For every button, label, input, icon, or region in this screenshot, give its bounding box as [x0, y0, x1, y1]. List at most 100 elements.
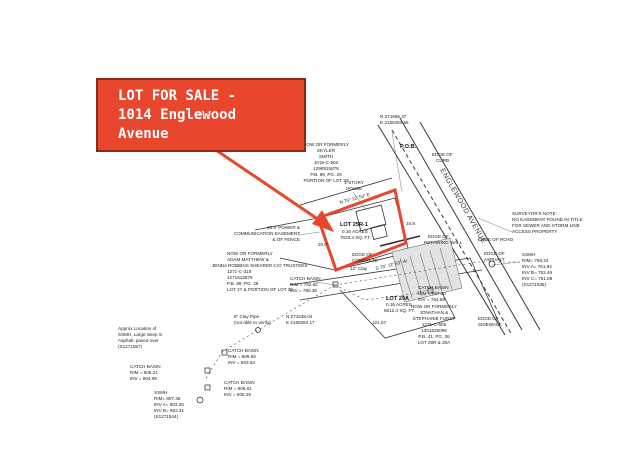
dim-depth: 34.8 [406, 221, 415, 226]
edge-of-concrete-label: EDGE OF CONCRETE [352, 252, 378, 263]
road-edge-dashed [391, 129, 513, 336]
lot-29a-title: LOT 29A [386, 296, 409, 302]
edge-of-curb-label: EDGE OF CURB [432, 152, 453, 163]
clay-pipe-12-label: 12" Clay [350, 266, 368, 271]
ssmh-approx-line: SSMH, Large Seep in [118, 332, 163, 337]
ssmh-approx-line: Approx Location of [118, 326, 157, 331]
ssmh-bottom-line: SSMH [154, 390, 167, 395]
neighbor-west-line: NOW OR FORMERLY [227, 251, 273, 256]
ssmh-bottom-line: INV A= 803.35 [154, 402, 184, 407]
house-label: 1-STORY HOUSE [344, 180, 364, 191]
leader-cb1 [314, 281, 336, 286]
lot-29a-boundary [334, 249, 456, 339]
neighbor-west-line: LOT 27 & PORTION OF LOT 30 [227, 287, 293, 292]
road-edge-curb [377, 124, 506, 336]
edge-of-concrete-line: CONCRETE [352, 258, 378, 263]
lot-25r-sqft: 7023.4 SQ. FT. [340, 235, 371, 240]
neighbor-north-line: PORTION OF LOT 29 [303, 178, 348, 183]
north-neighbor-line [299, 177, 393, 206]
ssmh-right-line: INV A= 761.84 [522, 264, 552, 269]
catch-basin-1-line: INV = 780.36 [290, 288, 317, 293]
neighbor-north-label: NOW OR FORMERLY SKYLER SMITH 1015-C-502 … [303, 142, 349, 183]
neighbor-north-line: 1015-C-502 [314, 160, 339, 165]
concrete-area [391, 237, 463, 303]
neighbor-west-line: 1271615876 [227, 275, 253, 280]
catch-basin-1-label: CATCH BASIN RIM = 782.62 INV = 780.36 [290, 276, 321, 293]
neighbor-north-line: SMITH [319, 154, 333, 159]
pob-label: P.O.B. [400, 144, 417, 150]
catch-basin-symbol-5 [204, 384, 211, 391]
edge-of-asphalt-label: EDGE OF ASPHALT [484, 251, 505, 262]
road-edges [377, 117, 541, 336]
neighbor-north-line: NOW OR FORMERLY [303, 142, 349, 147]
catch-basin-2-line: RIM = 767.00 [418, 291, 446, 296]
edge-of-curb-line: CURB [436, 158, 449, 163]
ssmh-approx-label: Approx Location of SSMH, Large Seep in A… [118, 326, 163, 349]
hatch-line [429, 250, 443, 292]
dim-easement-width: 20.0' [318, 242, 328, 247]
storm-line-south [334, 284, 421, 301]
neighbor-south-line: 1271-C-506 [422, 322, 447, 327]
ssmh-approx-line: (S1271557) [118, 344, 142, 349]
catch-basin-symbol-4 [204, 367, 211, 374]
sw-easting: E 2180284.17 [286, 320, 315, 325]
road-edge-far [419, 121, 541, 331]
neighbor-south-line: 1301625096 [421, 328, 447, 333]
catch-basin-5-label: CATCH BASIN RIM = 806.61 INV = 805.25 [224, 380, 255, 397]
dim-frontage: 121.57 [372, 320, 386, 325]
surveyor-note-line: SURVEYOR'S NOTE: [512, 211, 557, 216]
edge-of-sidewalk-line: SIDEWALK [478, 322, 503, 327]
catch-basin-3-label: CATCH BASIN RIM = 806.93 INV = 803.63 [228, 348, 259, 365]
catch-basin-1-line: CATCH BASIN [290, 276, 321, 281]
clay-pipe-8 [204, 284, 336, 381]
clay-pipe-8-label: 8" Clay Pipe (not able to verify) [234, 314, 271, 325]
leader-ssmh [491, 261, 521, 266]
easement-label-line: 20.0' POWER & [267, 225, 300, 230]
ssmh-right-line: SSMH [522, 252, 535, 257]
sw-corner-coordinates: N 271538.04 E 2180284.17 [286, 314, 315, 325]
neighbor-south-label: NOW OR FORMERLY JONATHAN & STEPHANIE FUR… [411, 304, 457, 345]
neighbor-west-line: 1271-C-318 [227, 269, 252, 274]
lot-25r-label: LOT 25R-1 0.16 ACRES 7023.4 SQ. FT. [340, 222, 371, 240]
pob-easting: E 2180353.56 [380, 120, 409, 125]
neighbor-north-line: 1298915878 [313, 166, 339, 171]
lot-highlight-outline [316, 187, 408, 272]
catch-basin-symbol-3 [221, 349, 228, 356]
leader-house [352, 191, 367, 211]
ssmh-right-line: INV C= 761.89 [522, 276, 553, 281]
surveyor-note-line: FOR SEWER AND STORM LINE [512, 223, 580, 228]
catch-basin-5-line: CATCH BASIN [224, 380, 255, 385]
west-neighbor-line [254, 217, 319, 231]
catch-basin-3-line: INV = 803.63 [228, 360, 255, 365]
retaining-wall-line: RETAINING WALL [424, 240, 463, 245]
catch-basin-3-line: RIM = 806.93 [228, 354, 256, 359]
catch-basin-4-line: CATCH BASIN [130, 364, 161, 369]
easement-label-line: & OF FENCE [272, 237, 300, 242]
catch-basin-5-line: INV = 805.25 [224, 392, 251, 397]
edge-of-asphalt-line: EDGE OF [484, 251, 505, 256]
neighbor-south-line: STEPHANIE FURST [413, 316, 456, 321]
lot-29a-label: LOT 29A 0.16 ACRES 6612.4 SQ. FT. [384, 296, 415, 313]
ssmh-right-label: SSMH RIM= 768.24 INV A= 761.84 INV B= 75… [522, 252, 553, 287]
edge-of-sidewalk-label: EDGE OF SIDEWALK [478, 316, 503, 327]
edge-of-asphalt-line: ASPHALT [484, 257, 505, 262]
hatch-line [409, 255, 423, 297]
leader-easement [297, 231, 321, 236]
lot-25r-title: LOT 25R-1 [340, 222, 368, 228]
ssmh-bottom-line: RIM= 807.36 [154, 396, 181, 401]
edge-of-sidewalk-line: EDGE OF [478, 316, 499, 321]
arrow-head [312, 210, 334, 232]
pob-northing: N 271665.37 [380, 114, 407, 119]
catch-basin-4-label: CATCH BASIN RIM = 805.21 INV = 804.95 [130, 364, 161, 381]
catch-basin-4-line: RIM = 805.21 [130, 370, 158, 375]
catch-basin-3-line: CATCH BASIN [228, 348, 259, 353]
catch-basin-5-line: RIM = 806.61 [224, 386, 252, 391]
edge-of-curb-line: EDGE OF [432, 152, 453, 157]
house-annex [370, 223, 388, 241]
neighbor-west-label: NOW OR FORMERLY ADAM MATTHEW & JENNA ROB… [212, 251, 307, 292]
ssmh-right-line: (S1271535) [522, 282, 546, 287]
utility-symbols [196, 260, 496, 404]
catch-basin-symbol [332, 281, 339, 288]
neighbor-north-line: SKYLER [317, 148, 336, 153]
hatch-line [399, 257, 413, 299]
